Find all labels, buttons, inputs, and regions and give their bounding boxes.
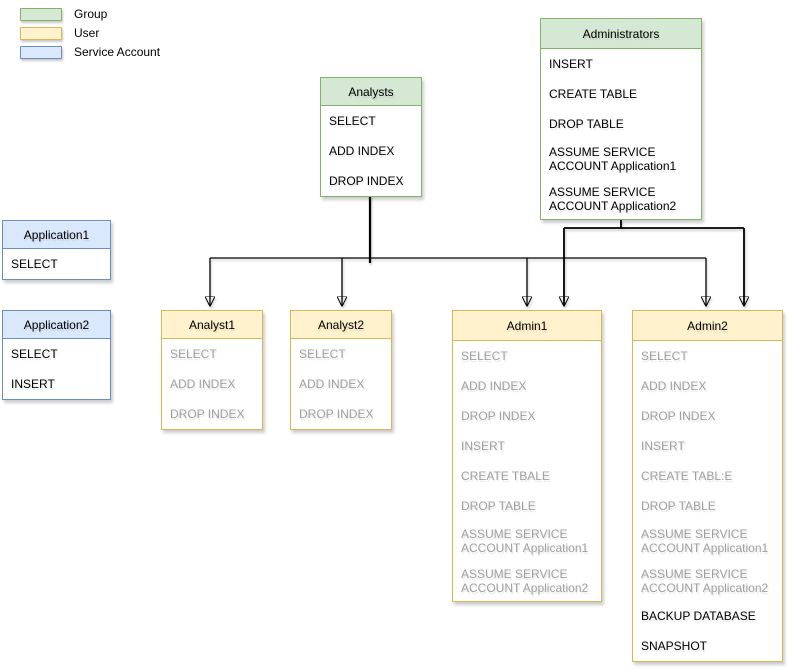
permission-item[interactable]: SELECT	[641, 349, 688, 363]
node-admin1-header[interactable]: Admin1	[453, 311, 601, 341]
node-admin2[interactable]: Admin2 SELECT ADD INDEX DROP INDEX INSER…	[632, 310, 783, 662]
permission-item[interactable]: DROP TABLE	[549, 117, 624, 131]
legend-item-group[interactable]: Group	[20, 7, 160, 21]
node-application1[interactable]: Application1 SELECT	[2, 220, 111, 280]
permission-item[interactable]: SELECT	[11, 257, 58, 271]
permission-item[interactable]: CREATE TBALE	[461, 469, 550, 483]
legend-label: Service Account	[74, 45, 161, 59]
permission-item[interactable]: SNAPSHOT	[641, 639, 708, 653]
permission-item[interactable]: ADD INDEX	[461, 379, 527, 393]
legend-label: User	[74, 26, 100, 40]
node-application2[interactable]: Application2 SELECT INSERT	[2, 310, 111, 400]
permission-item[interactable]: DROP INDEX	[170, 407, 245, 421]
group-swatch	[20, 7, 62, 21]
node-admin2-header[interactable]: Admin2	[633, 311, 782, 341]
permission-item[interactable]: DROP TABLE	[461, 499, 536, 513]
permission-item[interactable]: ASSUME SERVICE ACCOUNT Application2	[549, 185, 677, 213]
permission-item[interactable]: ASSUME SERVICE ACCOUNT Application2	[461, 567, 589, 595]
permission-item[interactable]: DROP INDEX	[461, 409, 536, 423]
permission-item[interactable]: CREATE TABLE	[549, 87, 638, 101]
permission-item[interactable]: INSERT	[11, 377, 55, 391]
permission-item[interactable]: SELECT	[329, 114, 376, 128]
node-administrators-header[interactable]: Administrators	[541, 19, 701, 49]
legend-label: Group	[74, 7, 108, 21]
permission-item[interactable]: INSERT	[641, 439, 685, 453]
permission-item[interactable]: ADD INDEX	[299, 377, 365, 391]
permission-item[interactable]: DROP TABLE	[641, 499, 716, 513]
permission-item[interactable]: ASSUME SERVICE ACCOUNT Application1	[641, 527, 769, 555]
permission-item[interactable]: SELECT	[170, 347, 217, 361]
permission-item[interactable]: BACKUP DATABASE	[641, 609, 756, 623]
service-account-swatch	[20, 45, 62, 59]
node-analyst2[interactable]: Analyst2 SELECT ADD INDEX DROP INDEX	[290, 310, 392, 430]
node-analyst2-header[interactable]: Analyst2	[291, 311, 391, 339]
permission-item[interactable]: DROP INDEX	[641, 409, 716, 423]
node-analysts[interactable]: Analysts SELECT ADD INDEX DROP INDEX	[320, 77, 422, 197]
permission-item[interactable]: CREATE TABL:E	[641, 469, 733, 483]
legend-item-user[interactable]: User	[20, 26, 160, 40]
permission-item[interactable]: SELECT	[11, 347, 58, 361]
permission-item[interactable]: ASSUME SERVICE ACCOUNT Application1	[549, 145, 677, 173]
legend: Group User Service Account	[20, 7, 161, 59]
node-admin1[interactable]: Admin1 SELECT ADD INDEX DROP INDEX INSER…	[452, 310, 602, 602]
node-application1-header[interactable]: Application1	[3, 221, 110, 249]
legend-item-service-account[interactable]: Service Account	[20, 45, 161, 59]
permission-item[interactable]: ADD INDEX	[170, 377, 236, 391]
node-analysts-header[interactable]: Analysts	[321, 78, 421, 106]
node-application2-header[interactable]: Application2	[3, 311, 110, 339]
permission-item[interactable]: INSERT	[549, 57, 593, 71]
node-administrators[interactable]: Administrators INSERT CREATE TABLE DROP …	[540, 18, 702, 220]
node-analyst1-header[interactable]: Analyst1	[162, 311, 262, 339]
node-analyst1[interactable]: Analyst1 SELECT ADD INDEX DROP INDEX	[161, 310, 263, 430]
permission-item[interactable]: ADD INDEX	[641, 379, 707, 393]
permission-item[interactable]: ASSUME SERVICE ACCOUNT Application1	[461, 527, 589, 555]
permission-item[interactable]: ADD INDEX	[329, 144, 395, 158]
permission-item[interactable]: SELECT	[461, 349, 508, 363]
user-swatch	[20, 26, 62, 40]
permission-item[interactable]: ASSUME SERVICE ACCOUNT Application2	[641, 567, 769, 595]
permission-item[interactable]: SELECT	[299, 347, 346, 361]
permission-item[interactable]: DROP INDEX	[299, 407, 374, 421]
permission-item[interactable]: INSERT	[461, 439, 505, 453]
permission-item[interactable]: DROP INDEX	[329, 174, 404, 188]
